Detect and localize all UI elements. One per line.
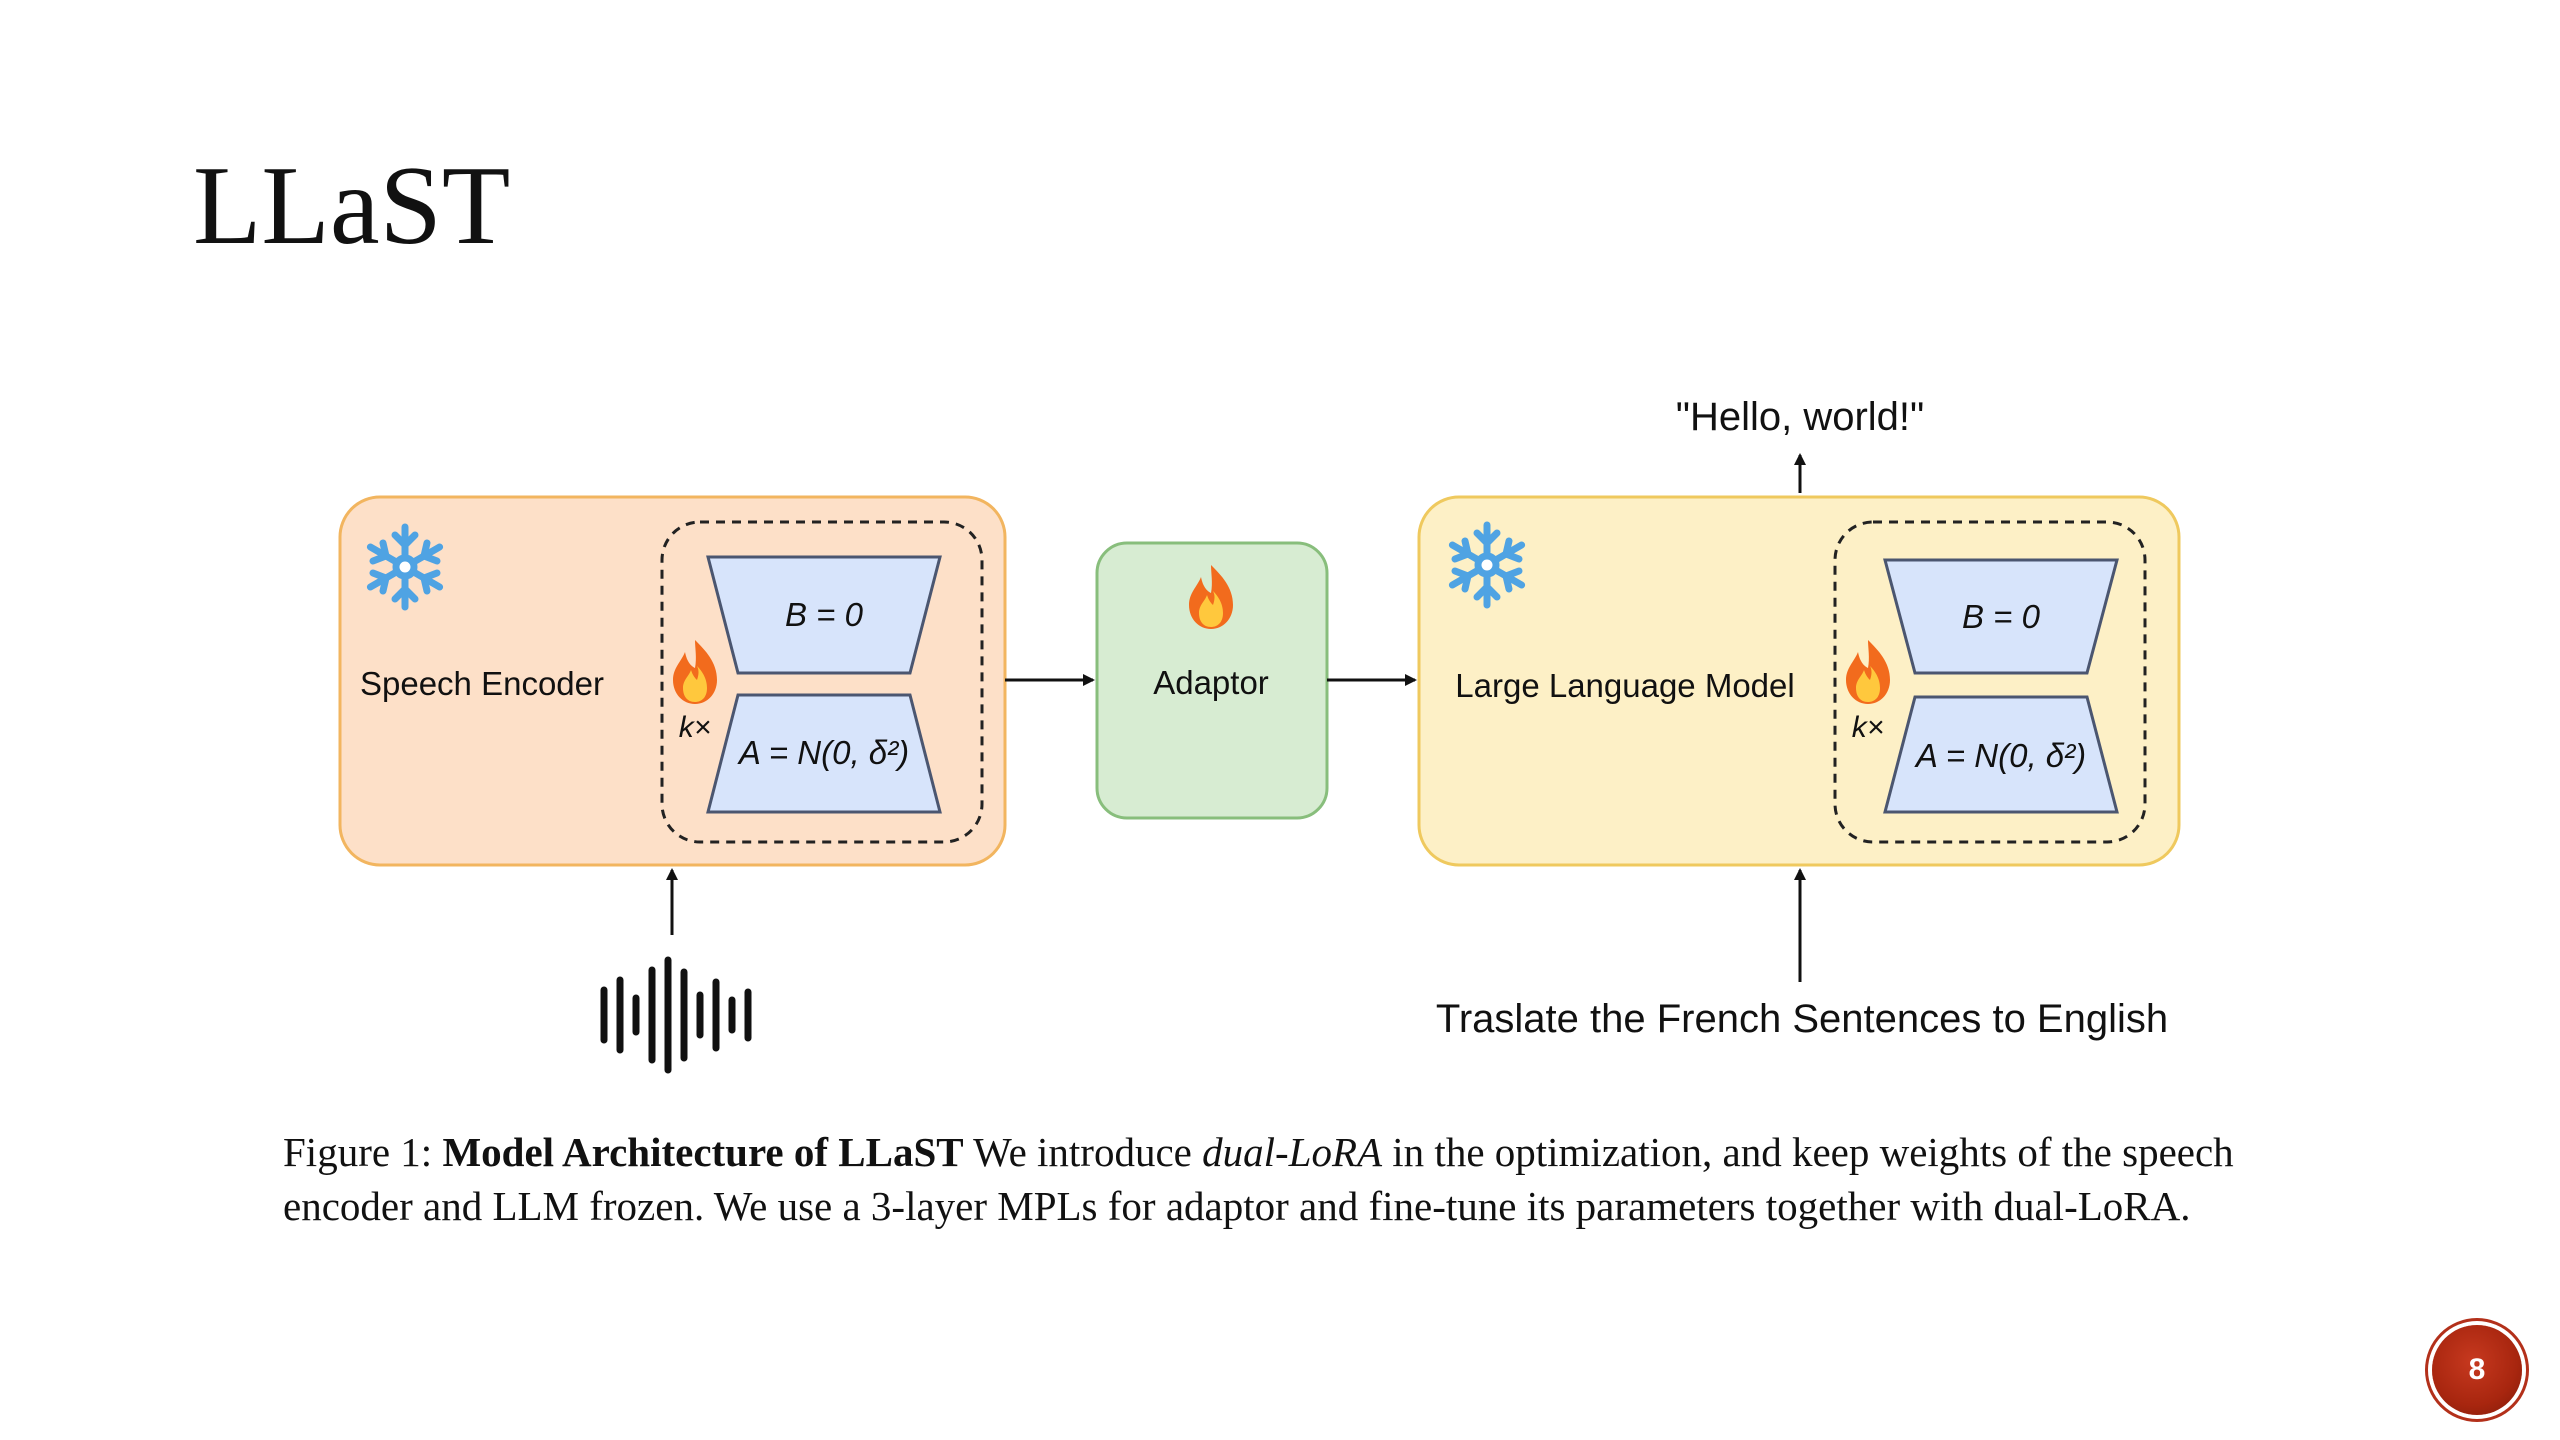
lora-b-matrix	[706, 555, 942, 675]
lora-b-label: B = 0	[1962, 598, 2041, 635]
page-number-badge: 8	[2432, 1325, 2522, 1415]
adaptor-label: Adaptor	[1153, 664, 1269, 701]
output-text: "Hello, world!"	[1676, 395, 1924, 439]
speech-encoder-label: Speech Encoder	[360, 665, 604, 702]
lora-a-matrix	[1883, 695, 2119, 814]
adaptor-block: Adaptor	[1095, 541, 1329, 820]
lora-a-label: A = N(0, δ²)	[1914, 737, 2086, 774]
caption-text-2: in the optimization, and keep weights of…	[283, 1129, 2234, 1229]
caption-text-1: We introduce	[963, 1129, 1203, 1175]
waveform-icon	[600, 956, 752, 1074]
llm-label: Large Language Model	[1455, 667, 1794, 704]
lora-module-frame	[660, 520, 984, 844]
figure-caption: Figure 1: Model Architecture of LLaST We…	[283, 1125, 2283, 1233]
repeat-label: k×	[679, 711, 712, 744]
prompt-text: Traslate the French Sentences to English	[1436, 997, 2168, 1041]
lora-a-matrix	[706, 693, 942, 814]
caption-bold: Model Architecture of LLaST	[442, 1129, 964, 1175]
repeat-label: k×	[1852, 711, 1885, 744]
caption-italic: dual-LoRA	[1202, 1129, 1383, 1175]
lora-b-matrix	[1883, 558, 2119, 675]
llm-block: Large Language Model k× B = 0 A = N(0, δ…	[1417, 495, 2181, 867]
lora-module-frame	[1833, 520, 2147, 844]
lora-b-label: B = 0	[785, 596, 864, 633]
slide-title: LLaST	[193, 144, 511, 268]
lora-a-label: A = N(0, δ²)	[737, 734, 909, 771]
caption-prefix: Figure 1:	[283, 1129, 443, 1175]
speech-encoder-block: Speech Encoder k× B = 0 A = N(0, δ²)	[338, 495, 1007, 867]
